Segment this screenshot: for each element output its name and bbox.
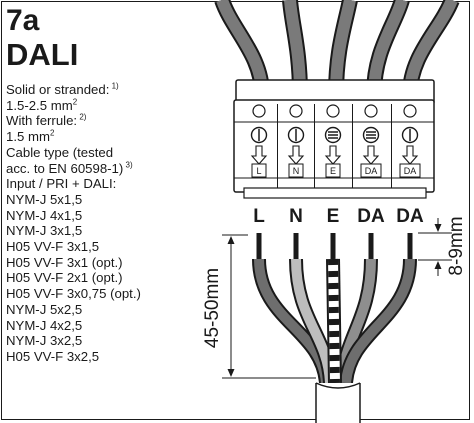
section-number: 7a <box>6 4 40 37</box>
terminal-small-label: DA <box>404 166 417 176</box>
spec-line: H05 VV-F 3x2,5 <box>6 349 206 365</box>
spec-text: 1.5-2.5 mm <box>6 97 73 113</box>
spec-footnote: 1) <box>109 81 119 91</box>
spec-text: H05 VV-F 2x1 (opt.) <box>6 270 123 286</box>
spec-text: 1.5 mm <box>6 129 50 145</box>
cable-sheath <box>315 382 361 423</box>
spec-footnote: 3) <box>123 160 133 170</box>
wire-strip-label: 8-9mm <box>446 216 467 275</box>
spec-text: NYM-J 4x2,5 <box>6 317 83 333</box>
terminal-small-label: E <box>330 166 336 176</box>
spec-line: NYM-J 4x1,5 <box>6 208 206 224</box>
spec-text: Solid or stranded: <box>6 82 110 97</box>
spec-line: 1.5-2.5 mm2 <box>6 98 206 114</box>
sheath-strip-dimension: 45-50mm <box>202 234 316 379</box>
spec-text: NYM-J 4x1,5 <box>6 207 83 223</box>
terminal-small-label: N <box>293 166 300 176</box>
spec-text: H05 VV-F 3x1 (opt.) <box>6 254 123 270</box>
spec-text: NYM-J 3x2,5 <box>6 333 83 349</box>
spec-text: With ferrule: <box>6 113 78 129</box>
spec-line: acc. to EN 60598-1) 3) <box>6 161 206 177</box>
stripped-wires <box>252 233 417 384</box>
terminal-5: DA <box>391 104 421 188</box>
spec-line: NYM-J 5x2,5 <box>6 302 206 318</box>
sheath-strip-label: 45-50mm <box>202 268 223 348</box>
spec-text: acc. to EN 60598-1) <box>6 160 124 176</box>
spec-line: With ferrule: 2) <box>6 113 206 129</box>
spec-line: H05 VV-F 2x1 (opt.) <box>6 270 206 286</box>
spec-panel: 7a DALI Solid or stranded: 1)1.5-2.5 mm2… <box>6 4 206 365</box>
spec-text: Cable type (tested <box>6 144 114 160</box>
terminal-4: DA <box>352 104 382 188</box>
spec-footnote: 2 <box>49 128 55 138</box>
terminal-block: L N E DA DA <box>233 79 435 199</box>
spec-line: NYM-J 3x2,5 <box>6 333 206 349</box>
spec-footnote: 2) <box>77 113 87 123</box>
spec-text: NYM-J 5x1,5 <box>6 191 83 207</box>
spec-line: 1.5 mm2 <box>6 129 206 145</box>
spec-line: H05 VV-F 3x0,75 (opt.) <box>6 286 206 302</box>
terminal-label: L <box>253 206 265 227</box>
spec-line: H05 VV-F 3x1 (opt.) <box>6 255 206 271</box>
terminal-3: E <box>314 104 342 188</box>
section-title: DALI <box>6 37 79 72</box>
spec-line: Solid or stranded: 1) <box>6 82 206 98</box>
terminal-1: L <box>250 104 268 178</box>
spec-footnote: 2 <box>72 97 78 107</box>
spec-line: Input / PRI + DALI: <box>6 176 206 192</box>
spec-line: Cable type (tested <box>6 145 206 161</box>
spec-text: H05 VV-F 3x2,5 <box>6 348 100 364</box>
wire-strip-dimension: 8-9mm <box>418 216 467 276</box>
spec-line: NYM-J 5x1,5 <box>6 192 206 208</box>
terminal-label: DA <box>357 206 385 227</box>
spec-line: NYM-J 4x2,5 <box>6 318 206 334</box>
terminal-2: N <box>277 104 305 188</box>
spec-line: NYM-J 3x1,5 <box>6 223 206 239</box>
terminal-label: N <box>289 206 303 227</box>
spec-text: Input / PRI + DALI: <box>6 176 117 192</box>
spec-text: NYM-J 5x2,5 <box>6 301 83 317</box>
terminal-label: E <box>327 206 340 227</box>
spec-text: H05 VV-F 3x0,75 (opt.) <box>6 286 141 302</box>
spec-text: H05 VV-F 3x1,5 <box>6 239 100 255</box>
terminal-label: DA <box>396 206 424 227</box>
spec-text: NYM-J 3x1,5 <box>6 223 83 239</box>
terminal-small-label: DA <box>365 166 378 176</box>
spec-line: H05 VV-F 3x1,5 <box>6 239 206 255</box>
terminal-small-label: L <box>256 166 261 176</box>
